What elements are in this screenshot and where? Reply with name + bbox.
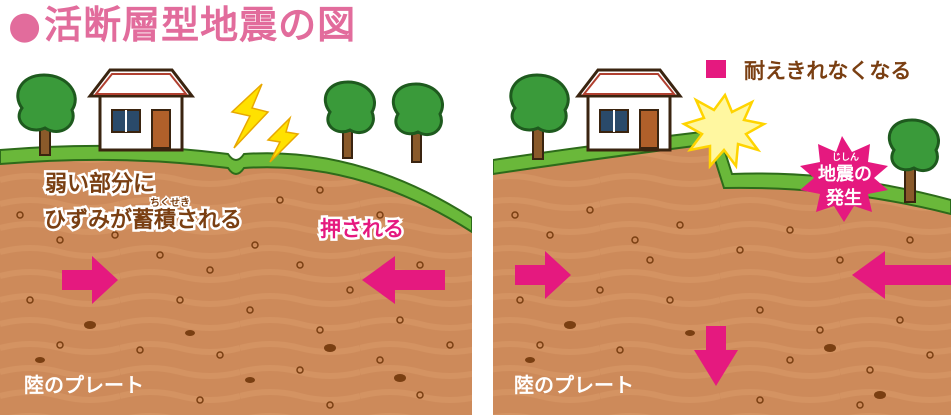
right-push-arrow-right <box>515 251 571 299</box>
label-pushed: 押される <box>320 217 404 241</box>
lightning-icon <box>230 83 300 163</box>
ruby-chikuseki: ちくせき <box>150 197 190 209</box>
left-tree-3 <box>392 82 444 163</box>
right-tree-1 <box>509 73 570 160</box>
right-panel: ひずみが た 耐えきれなくなる じしん 地震の 発生 陸のプレート <box>493 24 951 415</box>
left-plate-label: 陸のプレート <box>24 373 144 397</box>
left-soil-stripes <box>0 157 472 415</box>
left-tree-2 <box>324 80 376 159</box>
page-title: ●活断層型地震の図 <box>8 0 356 49</box>
right-house <box>574 68 684 152</box>
earthquake-burst-icon <box>800 136 888 222</box>
label-strain-line1: ひずみが <box>744 24 828 48</box>
left-grass <box>0 144 472 234</box>
title-text: 活断層型地震の図 <box>44 3 357 47</box>
right-pebbles <box>511 206 934 409</box>
ruby-jishin: じしん <box>832 152 859 163</box>
label-weak-line2: ひずみが蓄積される <box>44 207 242 233</box>
label-weak-line1: 弱い部分に <box>45 171 155 197</box>
right-rocks <box>525 321 886 399</box>
ruby-ta: た <box>760 48 769 59</box>
right-down-arrow <box>694 326 738 386</box>
left-push-arrow-right <box>62 256 118 304</box>
left-push-arrow-left <box>362 256 445 304</box>
title-bullet: ● <box>8 3 43 47</box>
rupture-burst-icon <box>680 92 768 170</box>
quake-label-line1: 地震の <box>818 163 872 185</box>
left-rocks <box>35 321 406 383</box>
quake-label-line2: 発生 <box>825 187 862 209</box>
left-panel: 弱い部分に ちくせき ひずみが蓄積される 押される 陸のプレート <box>0 68 472 415</box>
label-strain-line2: 耐えきれなくなる <box>744 59 911 83</box>
right-up-arrow <box>706 60 726 78</box>
left-tree-1 <box>16 73 77 156</box>
left-house <box>86 68 196 152</box>
right-tree-2 <box>888 118 940 203</box>
right-push-arrow-left <box>852 251 951 299</box>
right-plate-label: 陸のプレート <box>514 373 634 397</box>
